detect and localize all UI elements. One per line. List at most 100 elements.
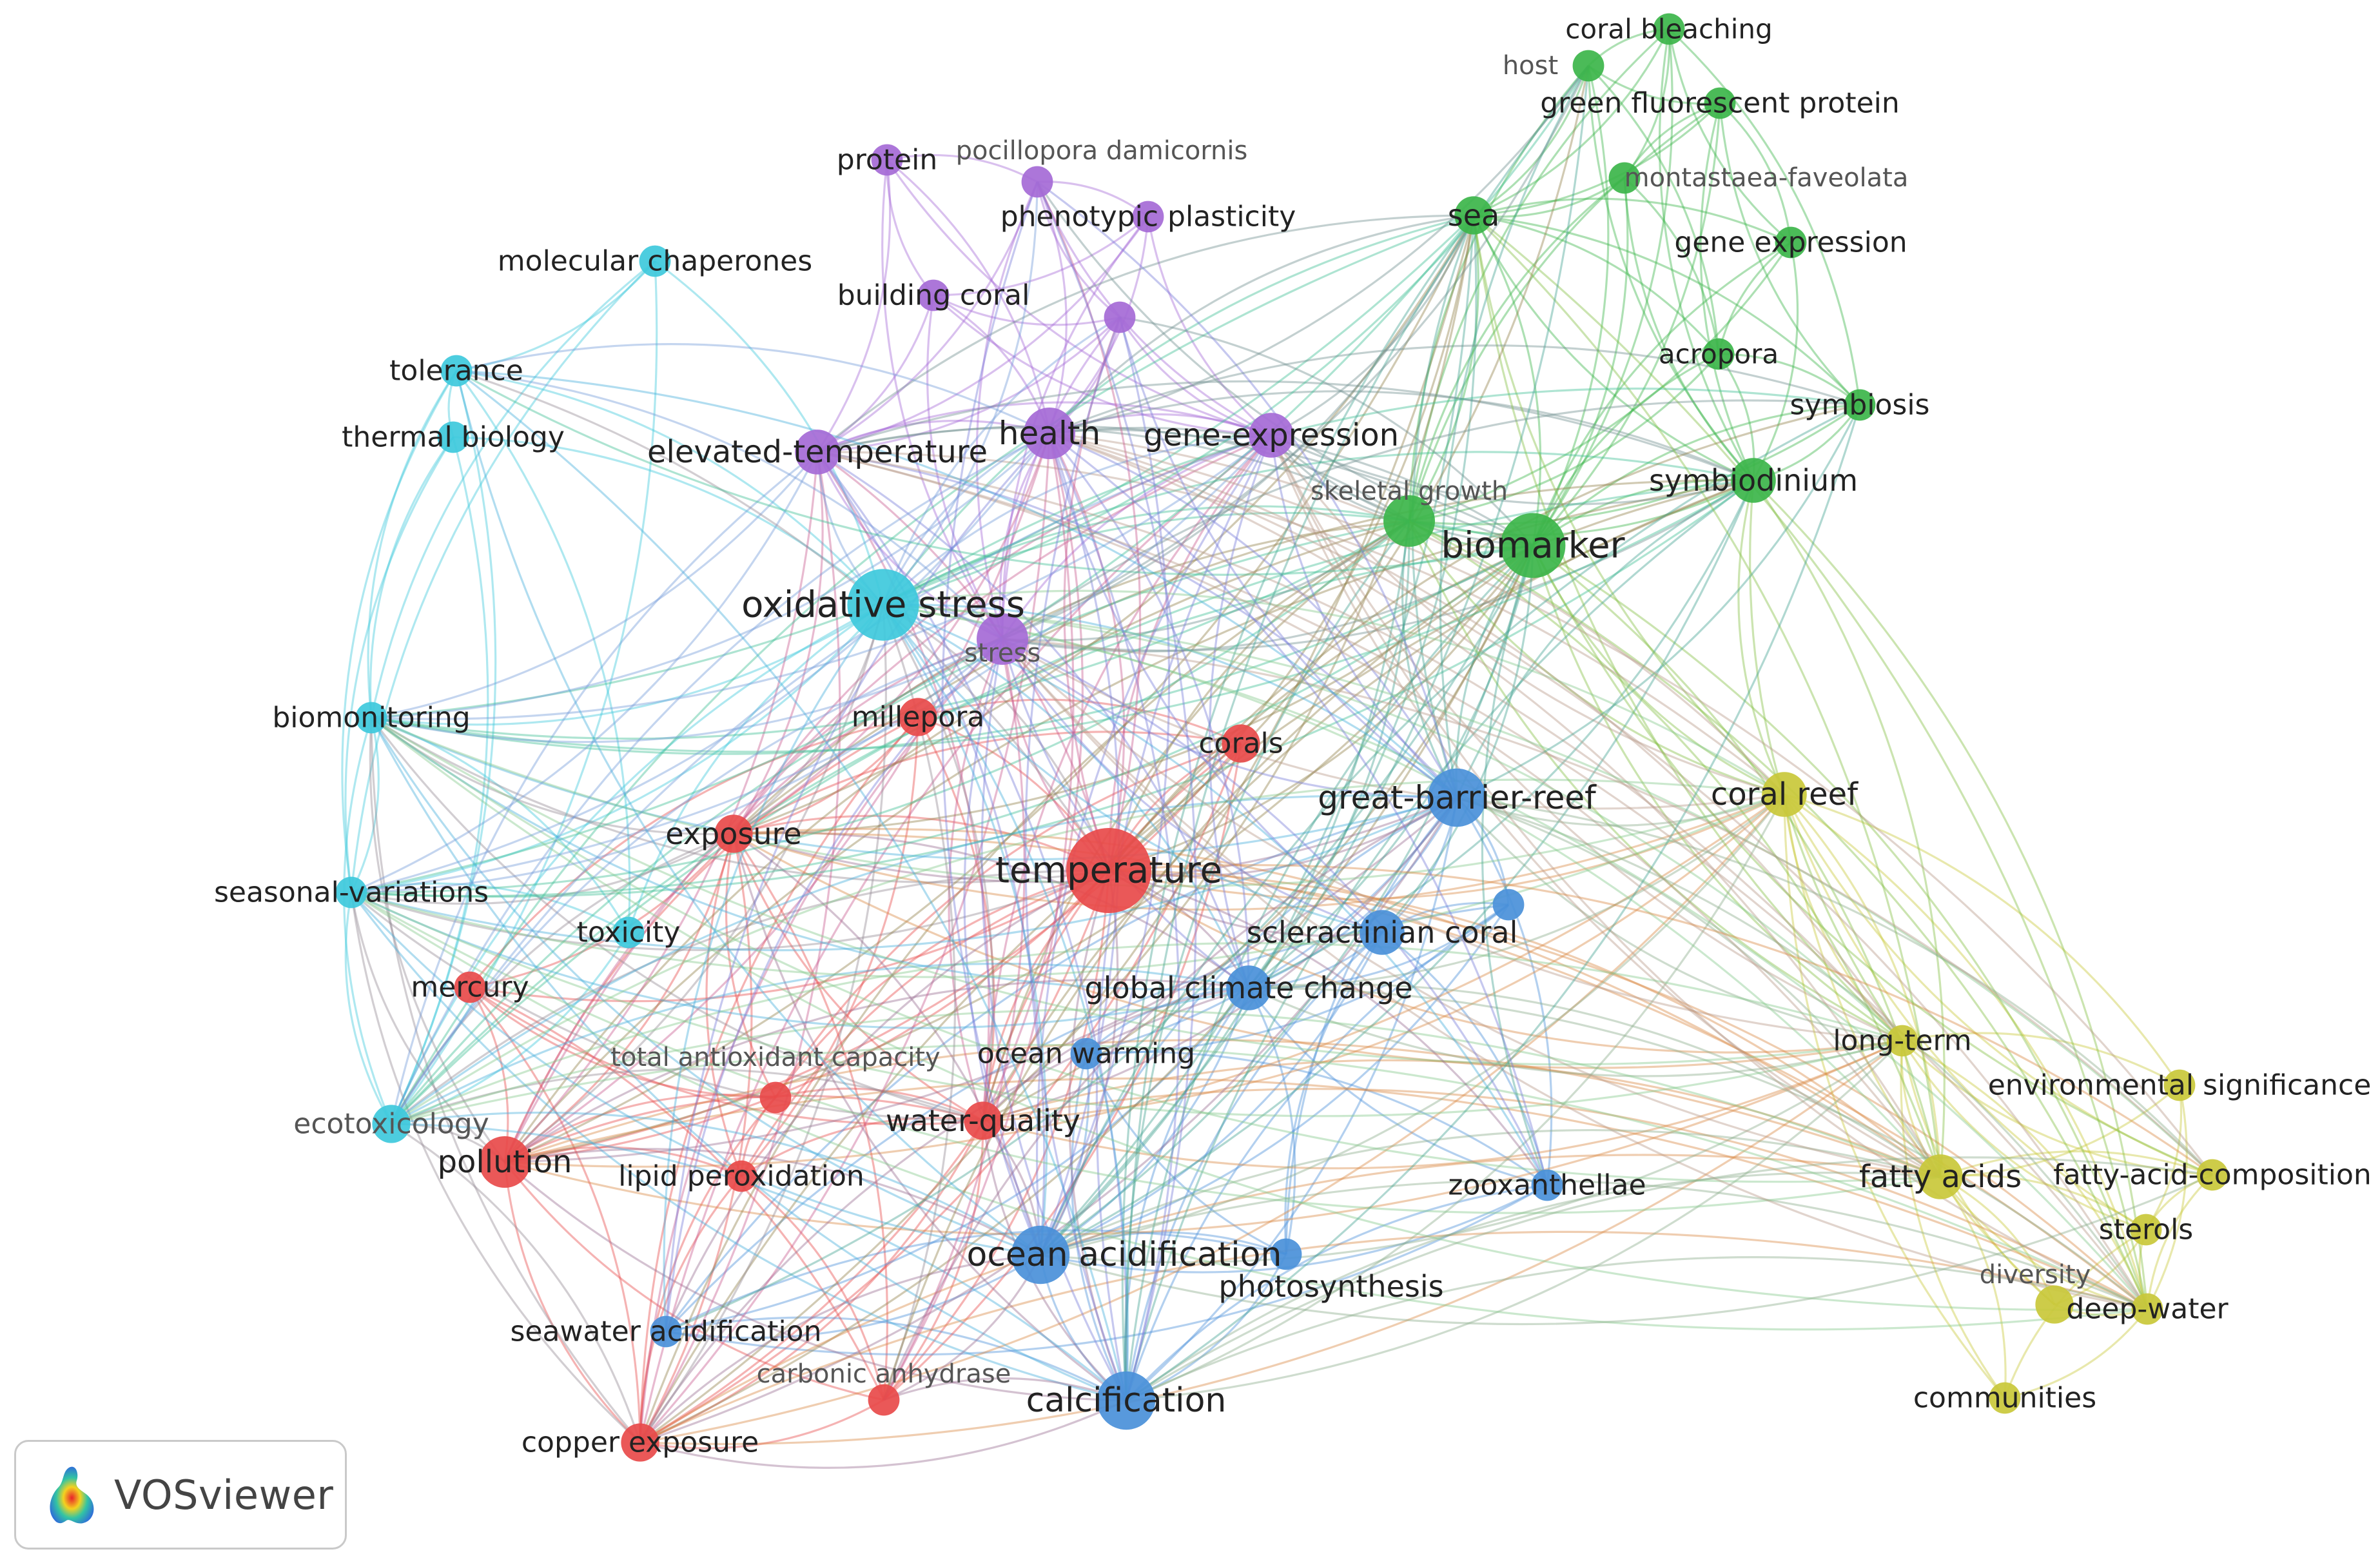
network-edge [1049, 426, 1534, 547]
node-blue-unlabeled[interactable] [1492, 889, 1525, 921]
network-edge [1456, 796, 2149, 1310]
node-calcification[interactable] [1097, 1371, 1156, 1430]
node-coral-bleaching[interactable] [1653, 13, 1685, 45]
network-edge [369, 437, 454, 718]
network-edge [665, 1254, 1041, 1339]
node-host[interactable] [1572, 50, 1605, 82]
node-lipid-peroxidation[interactable] [725, 1160, 757, 1192]
node-ecotoxicology[interactable] [372, 1105, 411, 1143]
node-total-antioxidant-capacity[interactable] [759, 1081, 792, 1114]
network-edge [883, 604, 1458, 799]
network-edge [883, 604, 1110, 871]
node-photosynthesis[interactable] [1270, 1238, 1302, 1270]
node-environmental-significance[interactable] [2163, 1069, 2196, 1101]
node-ocean-acidification[interactable] [1011, 1225, 1070, 1284]
node-health[interactable] [1024, 408, 1075, 459]
network-edge [1001, 638, 1941, 1178]
node-label-sterols: sterols [2099, 1214, 2193, 1246]
network-edge [1086, 797, 1458, 1055]
node-molecular-chaperones[interactable] [639, 245, 671, 277]
network-edge [1124, 520, 1410, 1401]
node-label-carbonic-anhydrase: carbonic anhydrase [757, 1359, 1011, 1389]
node-diversity[interactable] [2035, 1285, 2074, 1324]
network-edge [371, 716, 1109, 884]
network-edge [351, 891, 2148, 1331]
node-water-quality[interactable] [964, 1101, 1002, 1140]
node-biomarker[interactable] [1500, 513, 1566, 578]
network-edge [732, 833, 1127, 1402]
network-edge [1040, 480, 1755, 1256]
node-label-toxicity: toxicity [577, 916, 681, 949]
network-edge [740, 716, 919, 1177]
node-scleractinian-coral[interactable] [1360, 910, 1405, 955]
node-ocean-warming[interactable] [1070, 1038, 1102, 1070]
node-fatty-acids[interactable] [1918, 1154, 1963, 1199]
node-communities[interactable] [1989, 1382, 2021, 1414]
node-label-ecotoxicology: ecotoxicology [293, 1108, 489, 1141]
network-edge [455, 370, 631, 933]
node-phenotypic-plasticity[interactable] [1132, 201, 1164, 233]
node-seawater-acidification[interactable] [650, 1315, 682, 1348]
node-thermal-biology[interactable] [437, 421, 469, 453]
network-edge [350, 892, 641, 1444]
node-green-fluorescent-protein[interactable] [1704, 87, 1736, 119]
node-symbiodinium[interactable] [1731, 458, 1776, 503]
network-edge [503, 434, 1272, 1163]
network-edge [504, 433, 1051, 1163]
node-gene-expression-purple[interactable] [1249, 413, 1294, 458]
network-edge [1247, 520, 1410, 989]
network-edge [883, 451, 1754, 606]
node-sterols[interactable] [2130, 1214, 2162, 1246]
network-edge [1271, 215, 1475, 437]
node-seasonal-variations[interactable] [335, 876, 367, 909]
node-tolerance[interactable] [440, 355, 473, 387]
node-protein[interactable] [871, 144, 903, 176]
node-purple-unlabeled[interactable] [1104, 301, 1136, 333]
network-edge [1719, 103, 1861, 406]
node-carbonic-anhydrase[interactable] [868, 1384, 900, 1416]
network-edge [705, 833, 743, 1177]
node-temperature[interactable] [1066, 828, 1151, 913]
node-symbiosis[interactable] [1844, 389, 1876, 421]
network-edge [1783, 794, 1904, 1042]
node-fatty-acid-composition[interactable] [2196, 1159, 2229, 1191]
node-acropora[interactable] [1702, 338, 1735, 370]
network-edge [351, 520, 1410, 894]
node-copper-exposure[interactable] [621, 1423, 659, 1462]
node-toxicity[interactable] [612, 916, 645, 949]
node-skeletal-growth[interactable] [1383, 495, 1435, 547]
network-edge [351, 214, 1475, 894]
node-label-building-coral: building coral [837, 279, 1030, 312]
network-edge [1049, 65, 1590, 435]
network-edge [504, 1148, 1041, 1256]
node-zooxanthellae[interactable] [1531, 1169, 1563, 1201]
node-deep-water[interactable] [2131, 1293, 2163, 1325]
node-sea[interactable] [1454, 196, 1493, 235]
node-building-coral[interactable] [917, 279, 950, 311]
node-biomonitoring[interactable] [355, 702, 387, 734]
node-montastaea-faveolata[interactable] [1608, 162, 1641, 194]
node-pollution[interactable] [479, 1136, 531, 1188]
network-edge [1455, 545, 1534, 798]
network-edge [1126, 1156, 2213, 1402]
node-label-acropora: acropora [1659, 339, 1779, 370]
network-edge [469, 716, 919, 989]
node-long-term[interactable] [1886, 1025, 1918, 1057]
network-edge [351, 479, 1754, 898]
network-edge [982, 987, 1249, 1122]
node-great-barrier-reef[interactable] [1427, 768, 1487, 827]
node-global-climate-change[interactable] [1226, 965, 1271, 1010]
node-oxidative-stress[interactable] [847, 569, 919, 641]
node-elevated-temperature[interactable] [795, 429, 840, 475]
node-gene-expression-green[interactable] [1775, 226, 1807, 259]
node-label-fatty-acids: fatty acids [1859, 1159, 2022, 1195]
node-millepora[interactable] [899, 698, 937, 736]
network-edge [1108, 863, 2213, 1176]
node-pocillopora-damicornis[interactable] [1021, 166, 1053, 198]
node-corals[interactable] [1222, 724, 1260, 763]
network-edge [1248, 983, 1941, 1178]
node-coral-reef[interactable] [1762, 772, 1807, 817]
node-exposure[interactable] [714, 814, 753, 853]
node-mercury[interactable] [454, 971, 486, 1003]
node-stress[interactable] [977, 613, 1028, 665]
